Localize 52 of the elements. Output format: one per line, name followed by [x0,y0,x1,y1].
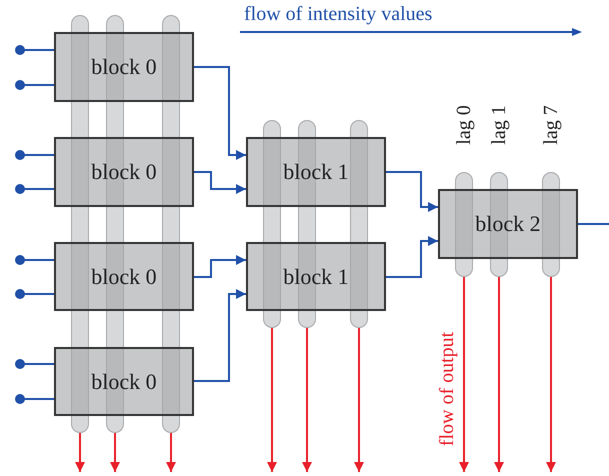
signal-line [15,150,54,160]
process-block [54,347,194,416]
pillar-end [71,416,89,433]
pillar-end [162,416,180,433]
signal-line [194,255,246,278]
output-arrow [166,433,176,472]
pillar-end [298,311,316,328]
block-label: block 1 [283,266,349,288]
signal-line [15,184,54,194]
signal-line [386,171,438,212]
output-arrow [75,433,85,472]
block-label: block 0 [91,266,157,288]
signal-line [386,236,438,278]
signal-line [194,66,246,160]
output-arrow [302,328,312,472]
process-block [438,189,578,259]
signal-line [194,289,246,382]
block-label: block 2 [475,213,541,235]
process-block [54,137,194,207]
output-arrow [354,328,364,472]
pillar-end [350,311,368,328]
signal-line [194,171,246,194]
signal-line [15,80,54,90]
pillar-end [455,259,473,277]
signal-line [15,394,54,404]
output-arrow [546,277,556,472]
output-arrow [459,277,469,472]
pillar-end [106,416,124,433]
flow-label: flow of intensity values [244,4,432,24]
signal-line [578,223,609,225]
pillar-end [263,311,281,328]
signal-line [15,45,54,55]
process-block [246,242,386,311]
signal-line [15,255,54,265]
pillar-end [542,259,560,277]
lag-label: lag 7 [541,105,561,145]
process-block [246,137,386,207]
lag-label: lag 0 [454,105,474,145]
flow-label: flow of output [437,332,457,446]
block-label: block 0 [91,56,157,78]
block-label: block 0 [91,370,157,392]
pillar-end [490,259,508,277]
process-block [54,242,194,311]
block-label: block 1 [283,161,349,183]
output-arrow [267,328,277,472]
lag-label: lag 1 [489,105,509,145]
signal-line [15,359,54,369]
output-arrow [494,277,504,472]
signal-line [15,289,54,299]
block-label: block 0 [91,161,157,183]
process-block [54,32,194,102]
output-arrow [110,433,120,472]
